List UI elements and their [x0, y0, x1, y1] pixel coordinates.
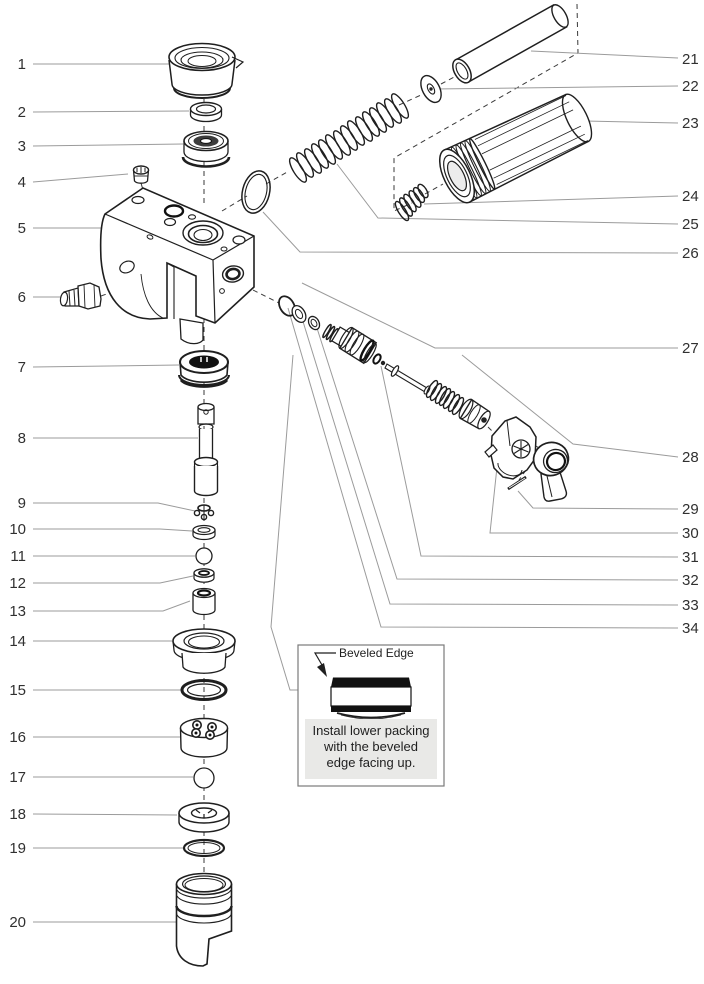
callout-28: 28: [682, 449, 699, 466]
part-lower-packing: [178, 350, 230, 388]
part-seat-washer: [178, 802, 230, 833]
callout-20: 20: [9, 914, 26, 931]
note-background: [305, 719, 437, 779]
part-upper-packing: [181, 130, 231, 168]
part-seat-housing: [172, 628, 236, 674]
callout-15: 15: [9, 682, 26, 699]
callout-26: 26: [682, 245, 699, 262]
callout-13: 13: [9, 603, 26, 620]
callout-4: 4: [18, 174, 26, 191]
callout-24: 24: [682, 188, 699, 205]
part-wet-cup: [168, 42, 245, 99]
callout-1: 1: [18, 56, 26, 73]
part-pump-block: [99, 187, 255, 345]
callout-32: 32: [682, 572, 699, 589]
callout-17: 17: [9, 769, 26, 786]
callout-29: 29: [682, 501, 699, 518]
callout-18: 18: [9, 806, 26, 823]
part-pin-tube: [452, 3, 569, 84]
part-pipe-plug: [132, 165, 150, 184]
part-conical-spring: [394, 183, 429, 222]
callout-27: 27: [682, 340, 699, 357]
part-washer-upper: [192, 524, 216, 541]
part-pin: [507, 475, 527, 491]
callout-7: 7: [18, 359, 26, 376]
callout-10: 10: [9, 521, 26, 538]
part-ball-lower: [193, 767, 215, 789]
callout-5: 5: [18, 220, 26, 237]
part-o-ring-thick: [180, 679, 228, 701]
leader-lines-left: [32, 63, 198, 923]
callout-9: 9: [18, 495, 26, 512]
callout-16: 16: [9, 729, 26, 746]
part-prime-valve-housing: [484, 416, 537, 480]
part-sleeve: [192, 587, 216, 616]
inset-leader-line: [270, 354, 298, 691]
callout-6: 6: [18, 289, 26, 306]
callout-8: 8: [18, 430, 26, 447]
part-retainer: [193, 504, 215, 521]
part-o-ring-thin: [182, 838, 226, 858]
part-washer-lower: [193, 568, 215, 583]
callout-30: 30: [682, 525, 699, 542]
callout-21: 21: [682, 51, 699, 68]
beveled-edge-arrow-icon: [317, 663, 327, 677]
part-inlet-fitting: [59, 282, 102, 310]
callout-22: 22: [682, 78, 699, 95]
callout-11: 11: [10, 548, 26, 565]
part-intake-housing: [175, 872, 233, 967]
callout-12: 12: [9, 575, 26, 592]
note-line-2: with the beveled: [323, 739, 418, 754]
callout-3: 3: [18, 138, 26, 155]
part-long-spring: [288, 93, 410, 183]
callout-23: 23: [682, 115, 699, 132]
callout-19: 19: [9, 840, 26, 857]
callout-25: 25: [682, 216, 699, 233]
callout-numbers-right: 21 22 23 24 25 26 27 28 29 30 31 32 33 3…: [682, 51, 699, 637]
packing-illustration: [330, 677, 412, 720]
part-handle-grip: [438, 93, 593, 204]
note-line-3: edge facing up.: [327, 755, 416, 770]
callout-2: 2: [18, 104, 26, 121]
beveled-edge-label: Beveled Edge: [339, 646, 414, 660]
part-piston-rod: [193, 402, 219, 497]
part-outlet-valve-assembly: [278, 295, 491, 430]
inset-instruction-box: Beveled Edge Install lower packing with …: [297, 644, 445, 787]
callout-14: 14: [9, 633, 26, 650]
part-washer-handle: [420, 74, 442, 104]
part-prime-knob: [532, 441, 570, 502]
callout-31: 31: [682, 549, 699, 566]
callout-33: 33: [682, 597, 699, 614]
part-gland-washer: [189, 101, 223, 123]
note-line-1: Install lower packing: [312, 723, 429, 738]
callout-34: 34: [682, 620, 699, 637]
part-valve-guide: [179, 717, 229, 758]
part-o-ring-outlet: [241, 170, 271, 214]
part-ball-upper: [195, 547, 213, 565]
callout-numbers-left: 1 2 3 4 5 6 7 8 9 10 11 12 13 14 15 16 1…: [9, 56, 26, 931]
